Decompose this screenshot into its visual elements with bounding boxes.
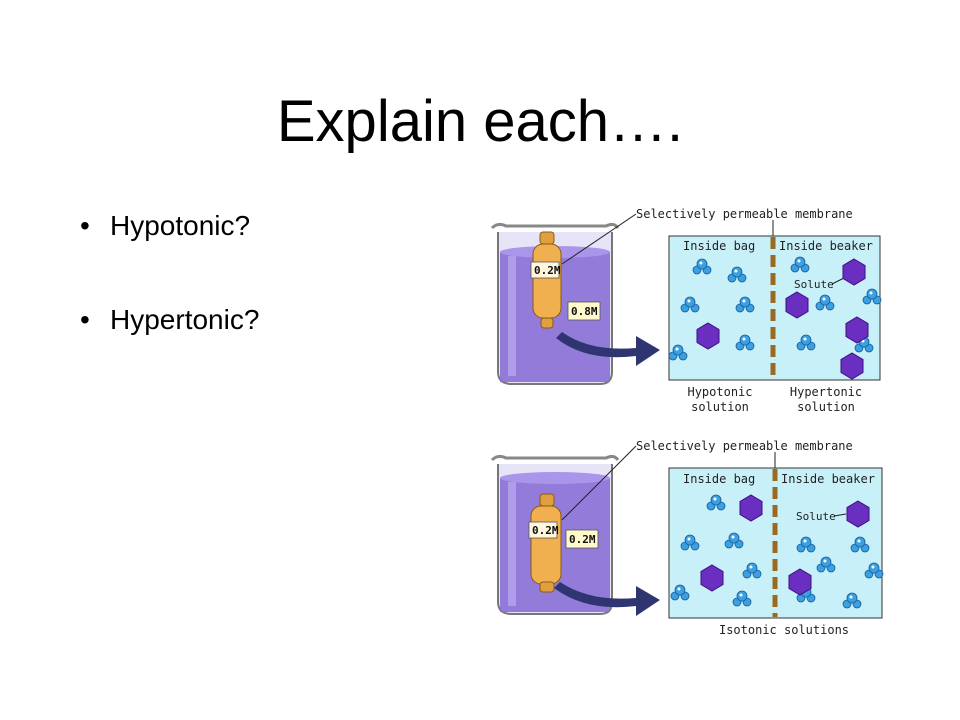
- caption-isotonic: Isotonic solutions: [719, 623, 849, 637]
- slide-title: Explain each….: [276, 89, 684, 154]
- bullet-text: Hypertonic?: [110, 304, 260, 335]
- caption-hypotonic-2: solution: [691, 400, 749, 414]
- zoom-arrow-1: [556, 332, 660, 366]
- caption-hypertonic-2: solution: [797, 400, 855, 414]
- diagram-hypotonic: 0.2M 0.8M Selectively permeable membrane…: [490, 207, 882, 414]
- inside-bag-label-1: Inside bag: [683, 239, 755, 253]
- solute-label-2: Solute: [796, 510, 836, 523]
- bullet-hypertonic: •Hypertonic?: [80, 304, 260, 335]
- bag-concentration-1: 0.2M: [534, 264, 561, 277]
- dialysis-bag-1: 0.2M: [530, 231, 562, 329]
- solute-label-1: Solute: [794, 278, 834, 291]
- caption-hypotonic-1: Hypotonic: [687, 385, 752, 399]
- membrane-label-1: Selectively permeable membrane: [636, 207, 853, 221]
- beaker-concentration-1: 0.8M: [571, 305, 598, 318]
- diagram-isotonic: 0.2M 0.2M Selectively permeable membrane…: [490, 439, 884, 637]
- caption-hypertonic-1: Hypertonic: [790, 385, 862, 399]
- zoom-arrow-2: [554, 582, 660, 616]
- membrane-label-2: Selectively permeable membrane: [636, 439, 853, 453]
- bullet-list: •Hypotonic? •Hypertonic?: [80, 210, 259, 398]
- bullet-hypotonic: •Hypotonic?: [80, 210, 251, 241]
- bullet-text: Hypotonic?: [110, 210, 251, 241]
- bag-concentration-2: 0.2M: [532, 524, 559, 537]
- inside-beaker-label-2: Inside beaker: [781, 472, 875, 486]
- dialysis-bag-2: 0.2M: [528, 493, 562, 593]
- beaker-concentration-2: 0.2M: [569, 533, 596, 546]
- inside-bag-label-2: Inside bag: [683, 472, 755, 486]
- inside-beaker-label-1: Inside beaker: [779, 239, 873, 253]
